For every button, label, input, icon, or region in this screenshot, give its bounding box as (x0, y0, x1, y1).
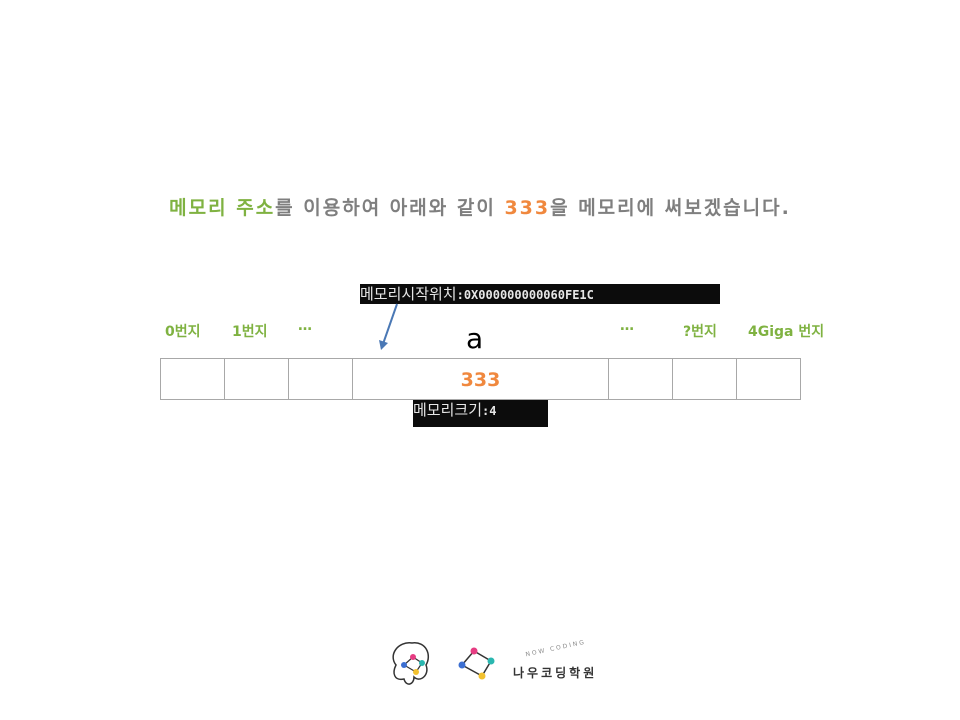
headline-text-end: 을 메모리에 써보겠습니다. (550, 197, 791, 219)
academy-tagline: NOW CODING (524, 638, 587, 659)
headline-value: 333 (504, 197, 551, 219)
pointer-arrow-icon (379, 303, 398, 350)
headline: 메모리 주소를 이용하여 아래와 같이 333을 메모리에 써보겠습니다. (0, 193, 960, 220)
memory-row: 333 (160, 358, 801, 400)
address-ellipsis-left: … (298, 318, 312, 334)
memory-start-value: :0X000000000060FE1C (456, 288, 594, 302)
memory-start-console: 메모리시작위치:0X000000000060FE1C (360, 284, 720, 304)
academy-name: 나우코딩학원 (513, 666, 598, 680)
memory-size-value: :4 (482, 404, 497, 418)
memory-cell (224, 359, 288, 399)
memory-cell (608, 359, 672, 399)
variable-name: a (466, 322, 484, 355)
memory-cell (288, 359, 352, 399)
memory-cell (672, 359, 736, 399)
network-logo-icon (458, 647, 495, 680)
memory-cell-variable: 333 (352, 359, 608, 399)
memory-start-label: 메모리시작위치 (360, 285, 457, 303)
address-label-unknown: ?번지 (683, 324, 717, 340)
address-label-last: 4Giga 번지 (748, 324, 825, 340)
address-label-0: 0번지 (165, 324, 201, 340)
memory-size-label: 메모리크기 (413, 401, 483, 419)
headline-highlight: 메모리 주소 (169, 197, 276, 219)
address-ellipsis-right: … (620, 318, 634, 334)
memory-size-console: 메모리크기:4 (413, 400, 548, 427)
address-label-1: 1번지 (232, 324, 268, 340)
memory-cell (160, 359, 224, 399)
brain-logo-icon (392, 642, 430, 685)
memory-cell (736, 359, 801, 399)
headline-text: 를 이용하여 아래와 같이 (275, 197, 505, 219)
memory-cell-value: 333 (460, 369, 501, 391)
